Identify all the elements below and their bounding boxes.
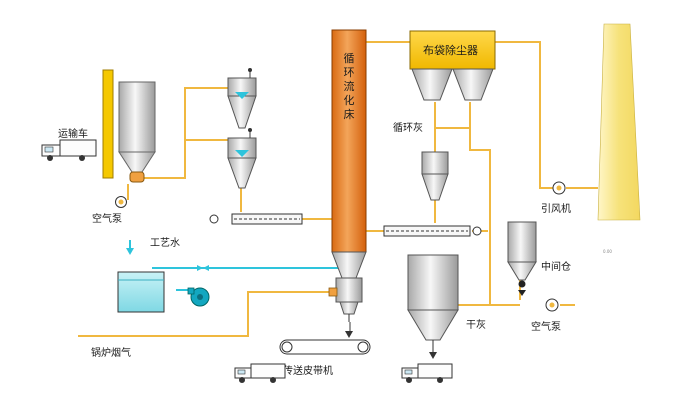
- label-dry-ash: 干灰: [466, 318, 486, 331]
- arrow-down-icon: [429, 340, 437, 359]
- intermediate-bin: [507, 221, 537, 296]
- arrow-down-icon: [345, 331, 353, 338]
- label-belt-conveyor: 传送皮带机: [283, 364, 333, 377]
- baghouse-filter: [409, 30, 496, 101]
- label-baghouse: 布袋除尘器: [423, 43, 478, 57]
- truck-icon: [234, 363, 286, 383]
- screw-conveyor-icon: [209, 213, 303, 225]
- label-boiler-flue-gas: 锅炉烟气: [91, 346, 131, 359]
- water-tank: [117, 271, 165, 313]
- cfb-column: [328, 29, 367, 322]
- truck-icon: [401, 363, 453, 383]
- label-cfb-vertical: 循环流化床: [344, 52, 355, 121]
- lime-cyclone-upper: [227, 68, 257, 129]
- label-air-pump-right: 空气泵: [531, 320, 561, 333]
- label-process-water: 工艺水: [150, 237, 180, 249]
- lime-cyclone-lower: [227, 128, 257, 189]
- dry-ash-silo: [407, 254, 459, 341]
- air-pump-icon: [115, 196, 127, 208]
- label-cfb-column-text: 循环流化床: [344, 52, 355, 121]
- air-pump-icon: [545, 298, 559, 312]
- water-pump-icon: [187, 287, 210, 307]
- label-recycled-ash: 循环灰: [393, 121, 423, 134]
- lime-silo: [102, 69, 156, 183]
- label-intermediate-bin: 中间仓: [541, 260, 571, 273]
- recycled-ash-cyclone: [421, 151, 449, 201]
- induced-fan-icon: [552, 181, 566, 195]
- screw-conveyor-icon: [383, 225, 482, 237]
- belt-conveyor-icon: [279, 339, 371, 355]
- stack-tiny-text: 0.00: [603, 249, 612, 254]
- label-truck: 运输车: [58, 127, 88, 140]
- chimney-stack: [597, 23, 641, 221]
- truck-icon: [41, 139, 97, 161]
- label-induced-fan: 引风机: [541, 202, 571, 215]
- label-air-pump-left: 空气泵: [92, 212, 122, 225]
